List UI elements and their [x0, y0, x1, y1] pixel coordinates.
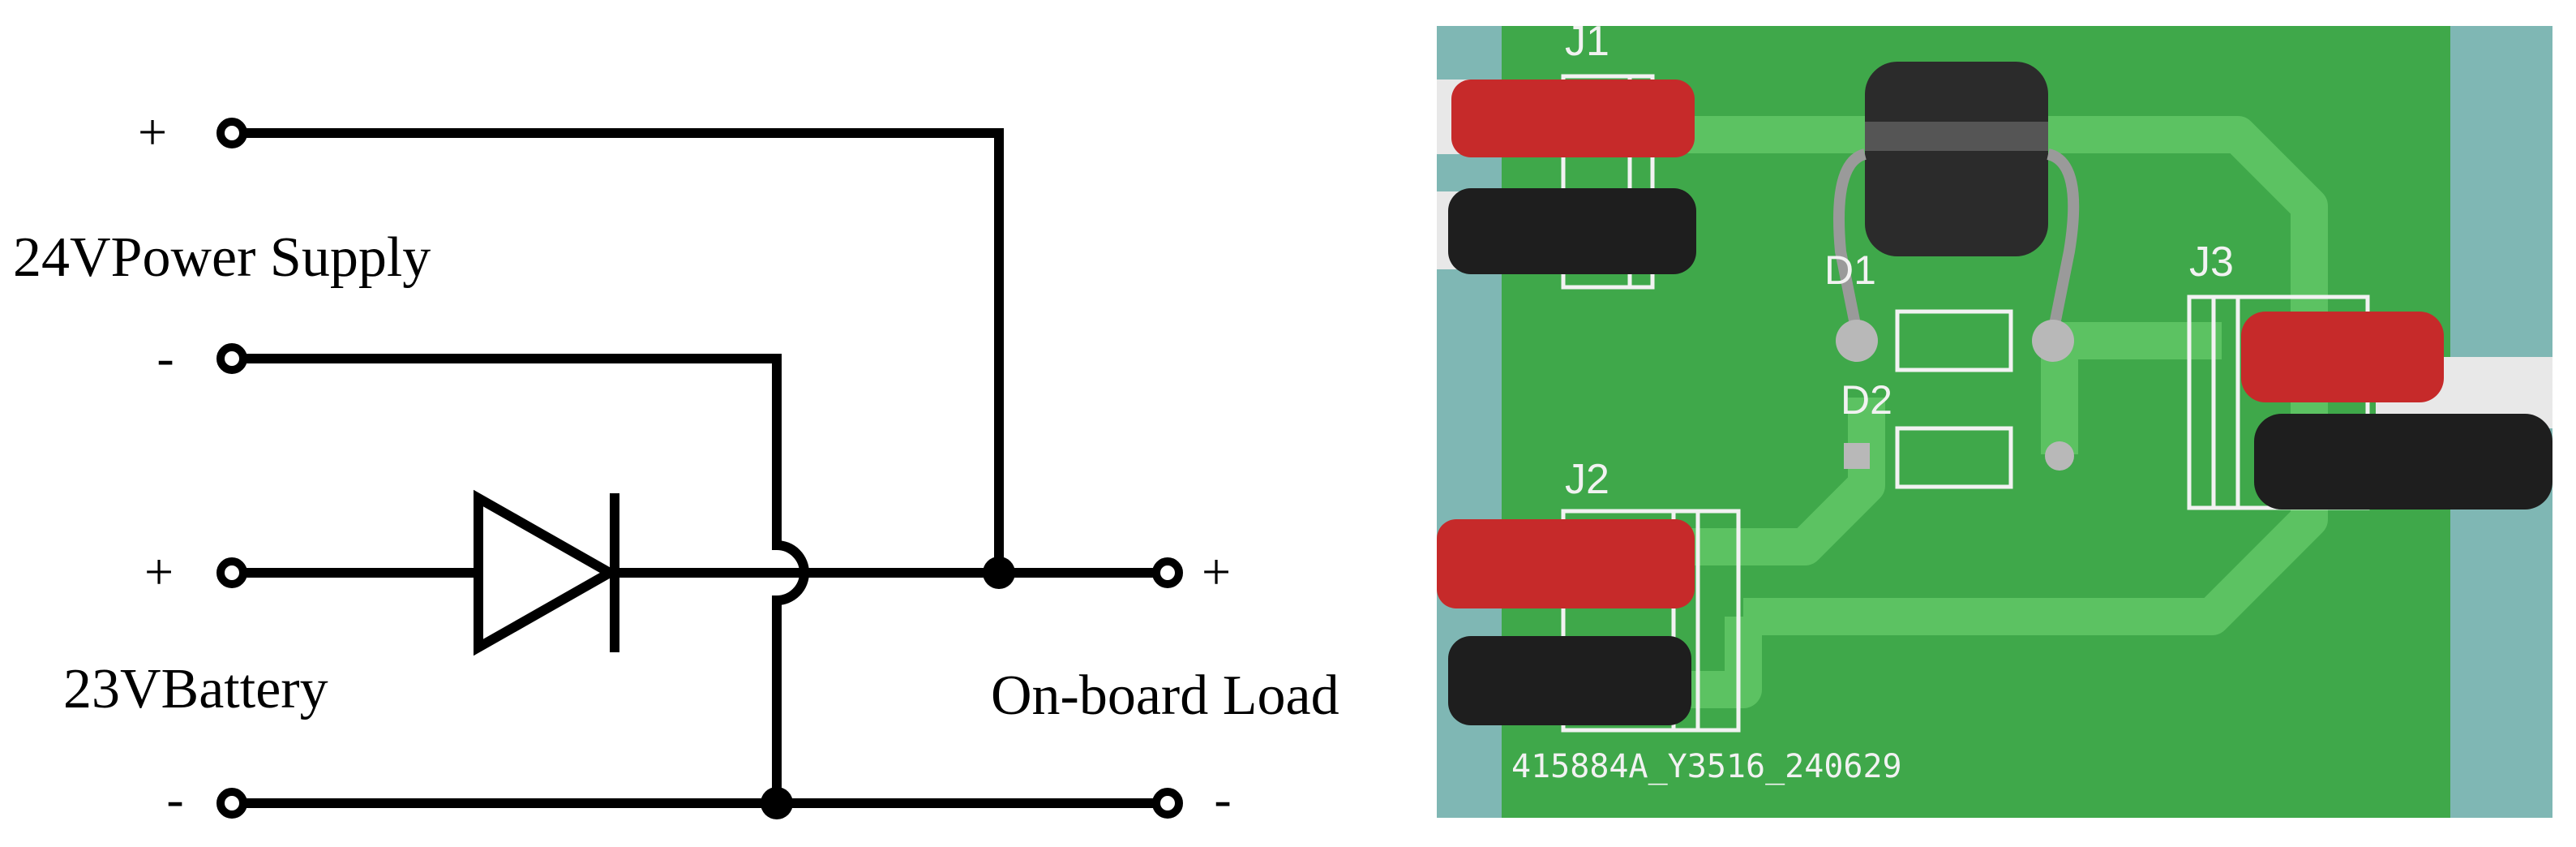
j2-red-wire [1437, 519, 1695, 608]
d2-label: D2 [1841, 377, 1892, 423]
load-minus-sign: - [1214, 770, 1231, 828]
load-negative-terminal [1152, 788, 1183, 819]
pcb-photo: J1 J2 J3 D1 D2 415884A_Y3516_240629 [1437, 18, 2552, 818]
wires [1437, 80, 2552, 725]
j2-outline [1561, 509, 1741, 733]
schematic [238, 128, 1166, 808]
junction-dot-positive [983, 557, 1015, 589]
toroid-band [1865, 122, 2048, 151]
polarity-signs: + - + - + - [138, 103, 1232, 828]
battery-minus-sign: - [166, 770, 183, 828]
load-positive-terminal [1152, 557, 1183, 588]
d1-outline [1895, 309, 2013, 372]
battery-negative-terminal [216, 788, 247, 819]
solder-pad-left [1836, 320, 1878, 362]
battery-plus-sign: + [144, 543, 174, 600]
j2-black-wire [1448, 636, 1691, 725]
supply-plus-sign: + [138, 103, 167, 161]
j2-label: J2 [1565, 456, 1609, 503]
j2-inner [1671, 509, 1700, 733]
j1-red-wire [1451, 80, 1695, 157]
j3-label: J3 [2189, 239, 2234, 286]
solder-pad-right [2032, 320, 2074, 362]
j3-inner [2211, 295, 2240, 510]
j3-black-wire [2254, 414, 2552, 509]
board-code: 415884A_Y3516_240629 [1511, 748, 1902, 785]
toroid-body [1865, 62, 2048, 256]
d2-pad-right [2045, 441, 2074, 471]
load-plus-sign: + [1202, 543, 1231, 600]
j1-label: J1 [1565, 18, 1609, 65]
toroid-left-lead [1833, 148, 1867, 334]
junction-dot-negative [761, 787, 793, 819]
supply-positive-terminal [216, 118, 247, 148]
load-label: On-board Load [991, 664, 1339, 727]
supply-minus-sign: - [156, 329, 174, 386]
d2-outline [1895, 426, 2013, 489]
d2-pad-left [1844, 443, 1870, 469]
battery-positive-terminal [216, 557, 247, 588]
supply-negative-terminal [216, 343, 247, 374]
diode-symbol [474, 489, 620, 656]
j3-red-wire [2241, 312, 2444, 402]
j1-inner [1627, 74, 1655, 290]
d1-label: D1 [1824, 247, 1876, 293]
supply-label: 24VPower Supply [13, 226, 431, 289]
battery-label: 23VBattery [63, 658, 328, 720]
toroid-right-lead [2046, 148, 2080, 334]
junctions [761, 557, 1015, 819]
toroid-component [1833, 62, 2080, 471]
trace-j2-lower [1670, 617, 1762, 708]
terminals [216, 118, 1183, 819]
j1-black-wire [1448, 188, 1696, 274]
